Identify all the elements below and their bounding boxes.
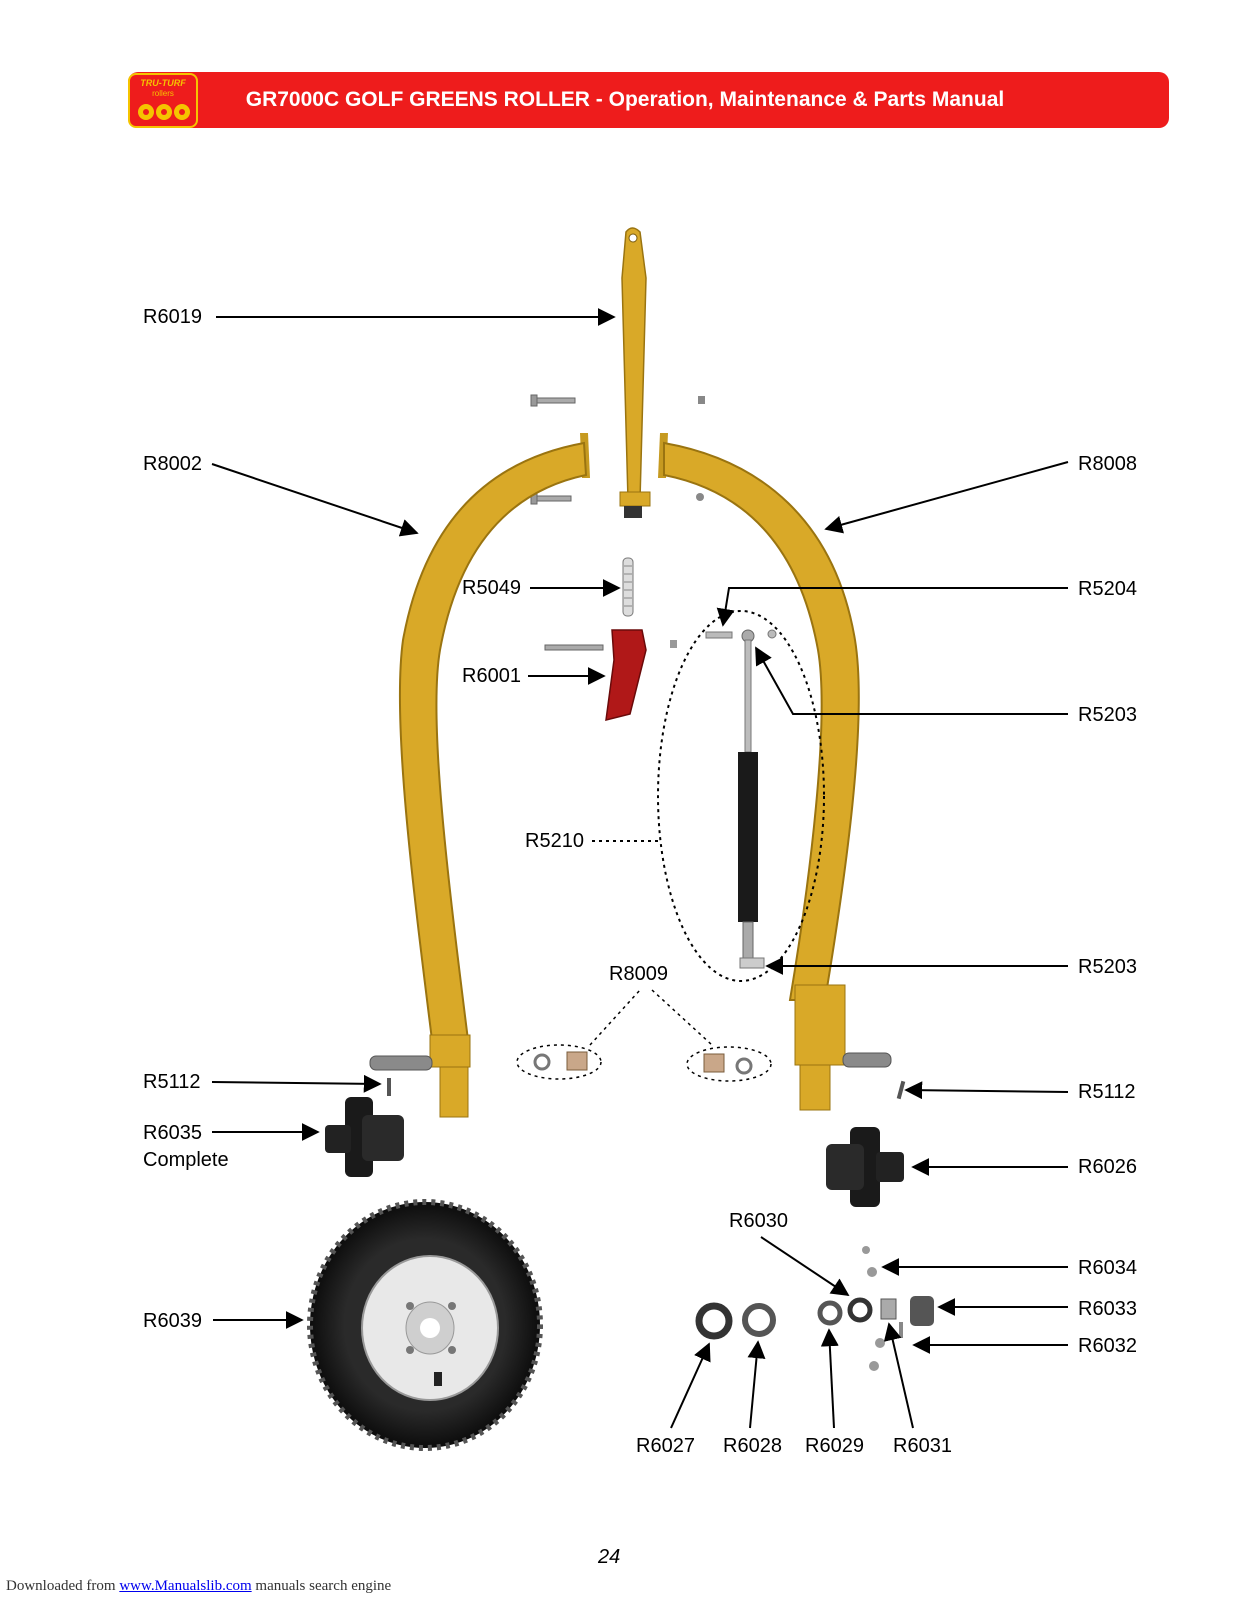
- label-r6028: R6028: [723, 1435, 782, 1457]
- handle-r6019: [619, 227, 651, 518]
- logo-sub: rollers: [152, 89, 174, 98]
- manualslib-link[interactable]: www.Manualslib.com: [119, 1578, 252, 1594]
- label-r5112-right: R5112: [1078, 1081, 1136, 1103]
- footer: Downloaded from www.Manualslib.com manua…: [6, 1578, 391, 1595]
- label-r6019: R6019: [143, 306, 202, 328]
- right-arm-r8008: [658, 433, 892, 1111]
- bolts-top: [530, 394, 705, 505]
- label-r6034: R6034: [1078, 1257, 1137, 1279]
- gas-strut-r5210: [657, 610, 825, 982]
- label-r8002: R8002: [143, 453, 202, 475]
- label-r6001: R6001: [462, 665, 521, 687]
- label-r6027: R6027: [636, 1435, 695, 1457]
- label-r6033: R6033: [1078, 1298, 1137, 1320]
- header-bar: [128, 72, 1169, 128]
- label-r5210: R5210: [525, 830, 584, 852]
- label-r6026: R6026: [1078, 1156, 1137, 1178]
- label-r6035: R6035: [143, 1122, 202, 1144]
- wheel-r6039: [307, 1199, 543, 1451]
- label-r8009: R8009: [609, 963, 668, 985]
- label-r6032: R6032: [1078, 1335, 1137, 1357]
- pin-left: [387, 1078, 391, 1096]
- label-r6030: R6030: [729, 1210, 788, 1232]
- bracket-r6001: [544, 629, 677, 721]
- spacers-r8009: [516, 989, 772, 1082]
- spring-r5049: [622, 557, 634, 617]
- label-r5204: R5204: [1078, 578, 1137, 600]
- label-r5203-top: R5203: [1078, 704, 1137, 726]
- bearings: [695, 1246, 934, 1371]
- footer-suffix: manuals search engine: [251, 1578, 392, 1594]
- hub-r6026: [826, 1127, 904, 1207]
- page-title: GR7000C GOLF GREENS ROLLER - Operation, …: [245, 88, 1005, 111]
- label-r6035-note: Complete: [143, 1149, 229, 1171]
- label-r6031: R6031: [893, 1435, 952, 1457]
- page-number: 24: [598, 1546, 621, 1568]
- pin-right: [896, 1080, 906, 1100]
- hub-r6035: [325, 1097, 404, 1177]
- label-r6029: R6029: [805, 1435, 864, 1457]
- label-r5112-left: R5112: [143, 1071, 201, 1093]
- label-r5049: R5049: [462, 577, 521, 599]
- leader-lines: [211, 308, 1069, 1429]
- footer-prefix: Downloaded from: [6, 1578, 120, 1594]
- logo-brand: TRU-TURF: [140, 78, 186, 88]
- label-r6039: R6039: [143, 1310, 202, 1332]
- left-arm-r8002: [369, 433, 590, 1118]
- tru-turf-logo: TRU-TURF rollers: [128, 73, 198, 128]
- label-r8008: R8008: [1078, 453, 1137, 475]
- label-r5203-bottom: R5203: [1078, 956, 1137, 978]
